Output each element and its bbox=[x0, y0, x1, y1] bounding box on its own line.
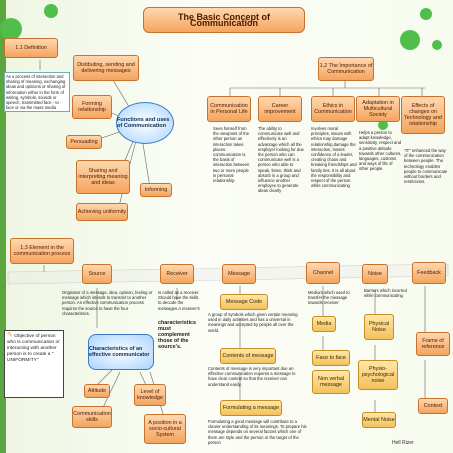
heading-definition: 1.1 Definition bbox=[4, 38, 58, 58]
formulating-text: Formulating a good message will contribu… bbox=[208, 419, 307, 445]
decor-circle bbox=[420, 8, 432, 20]
flow-node: Message bbox=[222, 264, 256, 284]
importance-body: Involves moral principles, issues with e… bbox=[311, 126, 357, 189]
flow-node: Channel bbox=[306, 262, 340, 284]
decor-circle bbox=[0, 18, 22, 40]
flow-node: Receiver bbox=[160, 264, 194, 284]
left-green-stripe bbox=[0, 0, 6, 453]
decor-circle bbox=[44, 4, 58, 18]
importance-title: Effects of changes on Technology and rel… bbox=[401, 96, 445, 134]
importance-body: Sees himself from the viewpoint of the o… bbox=[213, 126, 250, 184]
flow-node: Feedback bbox=[412, 262, 446, 284]
decor-circle bbox=[432, 40, 442, 50]
importance-title: Ethics in Communication bbox=[311, 96, 355, 122]
source-text: Originator of a message, idea, opinion, … bbox=[62, 290, 153, 316]
formulating-node: Formulating a message bbox=[220, 400, 282, 416]
message-code-text: A group of symbols which given certain m… bbox=[208, 312, 298, 333]
channel-node: Non verbal message bbox=[312, 370, 350, 394]
trait-node: Level of knowledge bbox=[134, 384, 166, 406]
decor-circle bbox=[400, 30, 420, 50]
warning-icon: ✎ bbox=[7, 332, 13, 339]
context-node: Context bbox=[418, 398, 448, 414]
importance-body: Helps a person to adapt knowledge, sensi… bbox=[359, 130, 402, 172]
contents-node: Contents of message bbox=[220, 348, 276, 364]
message-code-node: Message Code bbox=[220, 294, 268, 310]
trait-node: A position in a socio-cultural System bbox=[144, 414, 186, 444]
decor-circle bbox=[378, 120, 388, 130]
heading-importance: 1.2 The Importance of Communication bbox=[318, 57, 374, 81]
page-title: The Basic Concept of Communication bbox=[143, 7, 305, 33]
noise-node: Mental Noise bbox=[362, 412, 396, 428]
importance-body: The ability to communicate well and effe… bbox=[258, 126, 304, 194]
flow-node: Noise bbox=[362, 264, 388, 284]
author-credit: Hell Rizer bbox=[392, 440, 414, 446]
importance-title: Communication in Personal Life bbox=[207, 96, 251, 122]
channel-text: Medium which used to transfer the messag… bbox=[308, 290, 350, 306]
function-node: Sharing and interpreting meaning and ide… bbox=[76, 160, 130, 194]
function-node: Informing bbox=[140, 183, 172, 197]
function-node: Forming relationship bbox=[72, 95, 112, 119]
frame-node: Frame of reference bbox=[416, 332, 450, 356]
receiver-text: Is called as a receiver. Should have the… bbox=[158, 290, 200, 311]
trait-node: Attitude bbox=[84, 384, 110, 398]
function-node: Persuading bbox=[66, 135, 102, 149]
importance-title: Adaptation in Multicultural Society bbox=[356, 96, 400, 122]
contents-text: Contents of message is very important du… bbox=[208, 366, 296, 387]
heading-elements: 1.3 Element in the communication process bbox=[10, 238, 74, 264]
definition-text: As a process of interaction and sharing … bbox=[4, 72, 70, 113]
channel-node: Media bbox=[312, 316, 336, 332]
noise-node: Physio-psychological noise bbox=[358, 360, 398, 390]
importance-body: "IT" enhanced the way of the communicati… bbox=[404, 148, 448, 185]
noise-text: Barriers which incurred while communicat… bbox=[364, 288, 407, 299]
objective-box: ✎ Objective of person who is communicati… bbox=[4, 330, 64, 398]
trait-node: Communication skills bbox=[72, 406, 112, 428]
channel-node: Face to face bbox=[312, 350, 350, 366]
noise-node: Physical Noise bbox=[364, 314, 394, 340]
importance-title: Career improvement bbox=[258, 96, 302, 122]
function-node: Achieving uniformity bbox=[76, 203, 128, 221]
objective-text: Objective of person who is communication… bbox=[7, 334, 60, 363]
function-node: Distibuting, sending and delivering mess… bbox=[73, 55, 139, 81]
receiver-highlight: characteristics must complement those of… bbox=[158, 320, 197, 350]
functions-center-node: Functions and uses of Communication bbox=[116, 102, 174, 144]
flow-node: Source bbox=[82, 264, 112, 284]
characteristics-node: Characteristics of an effective communic… bbox=[88, 334, 154, 370]
